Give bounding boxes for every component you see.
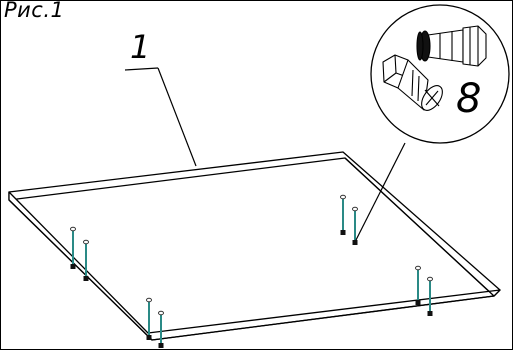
detail-callout: 8 xyxy=(370,4,510,144)
callout-1-number: 1 xyxy=(130,28,150,66)
figure-label: Рис.1 xyxy=(4,0,65,22)
foot-detail-lower xyxy=(382,54,443,111)
panel xyxy=(8,151,501,341)
panel-edge xyxy=(8,199,495,341)
foot-detail-upper xyxy=(416,25,487,67)
leader-1 xyxy=(124,67,197,167)
feet-group-right xyxy=(415,265,433,316)
feet-group-front-left xyxy=(70,226,89,281)
callout-8-number: 8 xyxy=(456,76,481,122)
leader-8 xyxy=(355,142,406,241)
feet-group-front-center xyxy=(146,297,164,348)
panel-front-face xyxy=(8,191,501,341)
panel-inner-edge xyxy=(344,157,495,297)
panel-top-face xyxy=(8,151,501,297)
feet-group-back-center xyxy=(340,194,358,245)
